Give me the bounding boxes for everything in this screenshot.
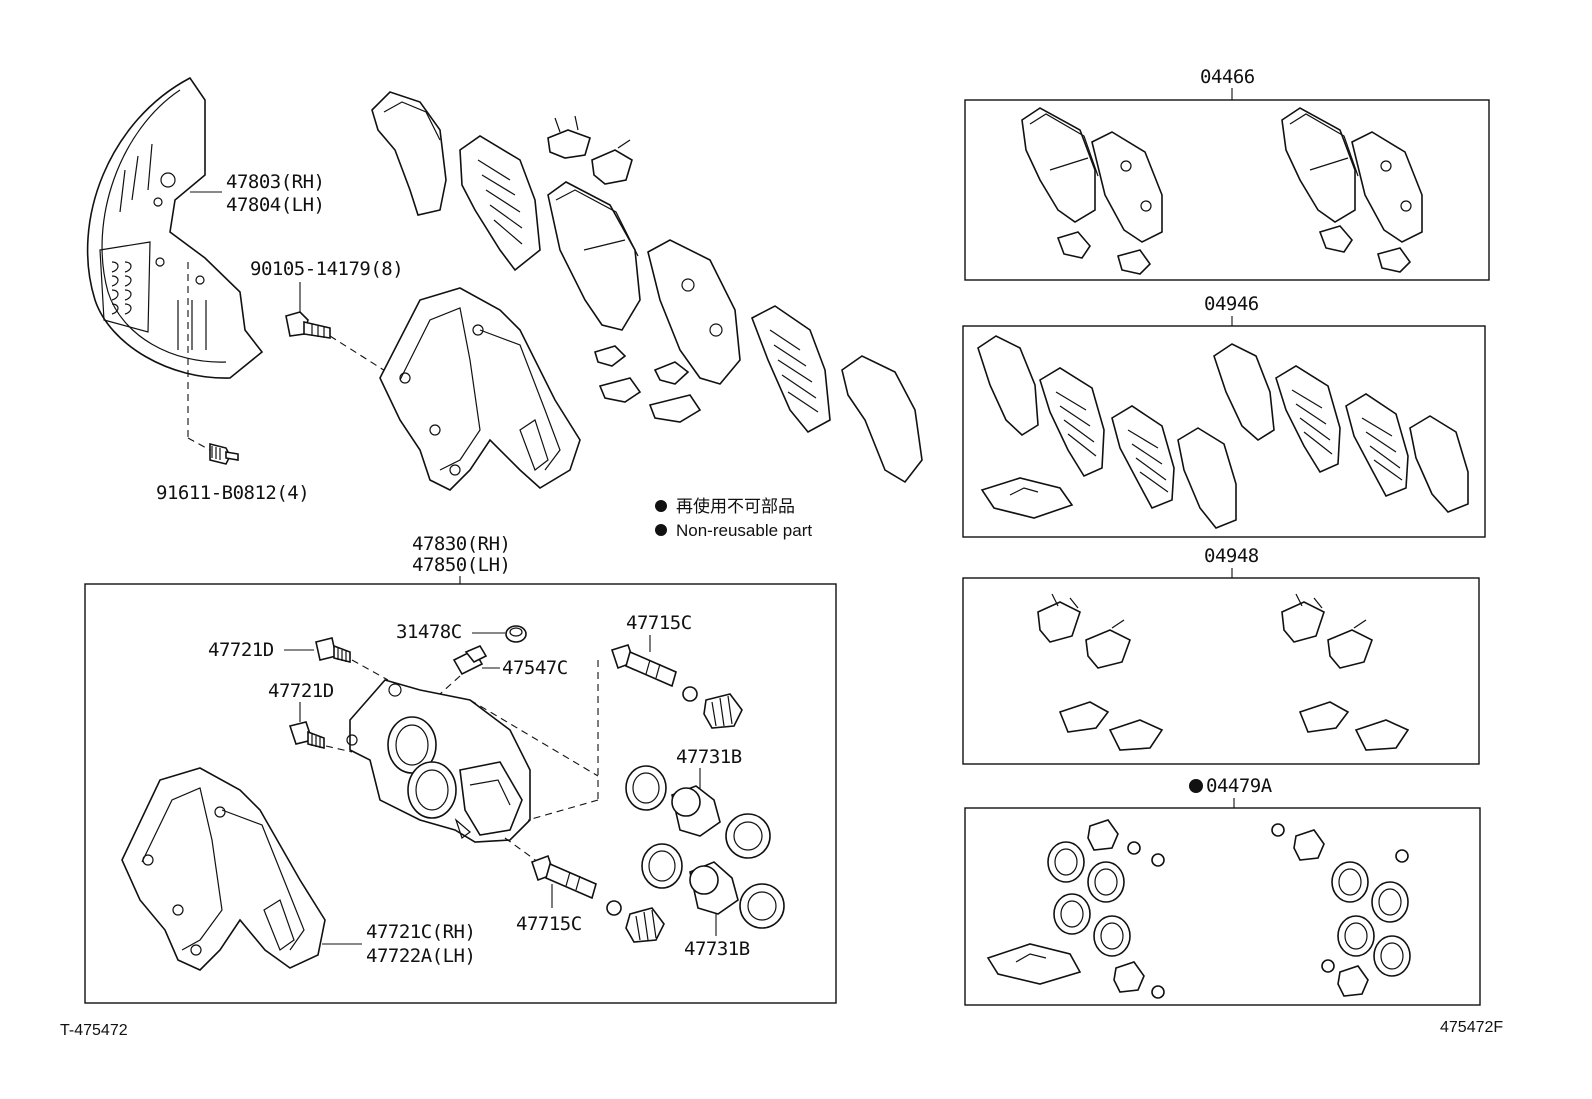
piston-top-part bbox=[671, 785, 721, 837]
boot-47715c-bottom-part bbox=[606, 900, 665, 943]
bleeder-47547c-part bbox=[452, 644, 488, 676]
pin-47715c-bottom-part bbox=[530, 854, 597, 900]
cap-31478c-part bbox=[505, 625, 527, 643]
clip-upper-b-part bbox=[591, 139, 633, 185]
mounting-bracket-upper-part bbox=[379, 287, 581, 491]
legend-dot-en bbox=[655, 524, 667, 536]
boot-47715c-top-part bbox=[682, 686, 743, 729]
outer-shim-plate-part bbox=[459, 135, 541, 272]
kit-04948-clips-right bbox=[1281, 593, 1410, 751]
bolt-47721d-b-part bbox=[288, 721, 325, 750]
kit-04479a-seals-right bbox=[1271, 823, 1411, 997]
brake-pad-upper-part bbox=[547, 181, 641, 331]
dust-cover-label-lh: 47804(LH) bbox=[226, 194, 324, 216]
seal-ring-bottom-a-part bbox=[641, 843, 683, 889]
kit-04948-clips-left bbox=[1037, 593, 1164, 751]
mounting-label-lh: 47722A(LH) bbox=[366, 945, 475, 967]
bolt-47721d-a-part bbox=[315, 637, 351, 664]
kit-04479a-nonreusable-dot bbox=[1189, 779, 1203, 793]
clip-upper-a-part bbox=[547, 115, 591, 159]
caliper-assy-label-rh: 47830(RH) bbox=[412, 533, 510, 555]
piston-47731b-top-label: 47731B bbox=[676, 746, 742, 768]
kit-04479a-seals-left bbox=[986, 819, 1165, 999]
bolt-47721d-b-label: 47721D bbox=[268, 680, 334, 702]
dust-cover-label-rh: 47803(RH) bbox=[226, 171, 324, 193]
seal-ring-top-b-part bbox=[725, 813, 771, 859]
seal-ring-top-a-part bbox=[625, 765, 667, 811]
cap-31478c-label: 31478C bbox=[396, 621, 462, 643]
kit-04466-pads-left bbox=[1021, 107, 1163, 275]
piston-47731b-bottom-label: 47731B bbox=[684, 938, 750, 960]
kit-04946-shims-left bbox=[977, 335, 1237, 529]
bolt-upper-part bbox=[285, 311, 331, 339]
kit-04946-label: 04946 bbox=[1204, 293, 1259, 315]
bleeder-47547c-label: 47547C bbox=[502, 657, 568, 679]
seal-ring-bottom-b-part bbox=[739, 883, 785, 929]
legend-jp: 再使用不可部品 bbox=[676, 496, 795, 516]
kit-04466-frame bbox=[964, 99, 1490, 281]
caliper-assy-label-lh: 47850(LH) bbox=[412, 554, 510, 576]
piston-bottom-part bbox=[689, 861, 739, 915]
kit-04466-label: 04466 bbox=[1200, 66, 1255, 88]
kit-04479a-frame bbox=[964, 807, 1481, 1006]
kit-04946-frame bbox=[962, 325, 1486, 538]
footer-right-code: 475472F bbox=[1440, 1019, 1503, 1036]
kit-04948-label: 04948 bbox=[1204, 545, 1259, 567]
bolt-lower-label: 91611-B0812(4) bbox=[156, 482, 309, 504]
inner-anti-squeal-shim-part bbox=[841, 355, 923, 484]
footer-left-code: T-475472 bbox=[60, 1022, 128, 1039]
pin-47715c-top-part bbox=[610, 644, 677, 688]
legend-dot-jp bbox=[655, 500, 667, 512]
pin-47715c-top-label: 47715C bbox=[626, 612, 692, 634]
pin-47715c-bottom-label: 47715C bbox=[516, 913, 582, 935]
bolt-upper-label: 90105-14179(8) bbox=[250, 258, 403, 280]
bolt-lower-part bbox=[209, 442, 239, 465]
kit-04479a-label: 04479A bbox=[1206, 775, 1273, 797]
caliper-assy-frame bbox=[84, 583, 837, 1004]
kit-04466-pads-right bbox=[1281, 107, 1423, 273]
clip-mid-part bbox=[594, 345, 702, 423]
brake-pad-lower-part bbox=[647, 239, 741, 385]
kit-04948-frame bbox=[962, 577, 1480, 765]
outer-anti-squeal-shim-part bbox=[371, 91, 447, 216]
mounting-bracket-lower-part bbox=[121, 767, 326, 971]
kit-04946-shims-right bbox=[1213, 343, 1469, 513]
dust-cover-part bbox=[86, 76, 264, 379]
bolt-47721d-a-label: 47721D bbox=[208, 639, 274, 661]
caliper-body-part bbox=[346, 679, 531, 843]
legend-en: Non-reusable part bbox=[676, 521, 812, 540]
inner-shim-plate-part bbox=[750, 305, 831, 434]
mounting-label-rh: 47721C(RH) bbox=[366, 921, 475, 943]
